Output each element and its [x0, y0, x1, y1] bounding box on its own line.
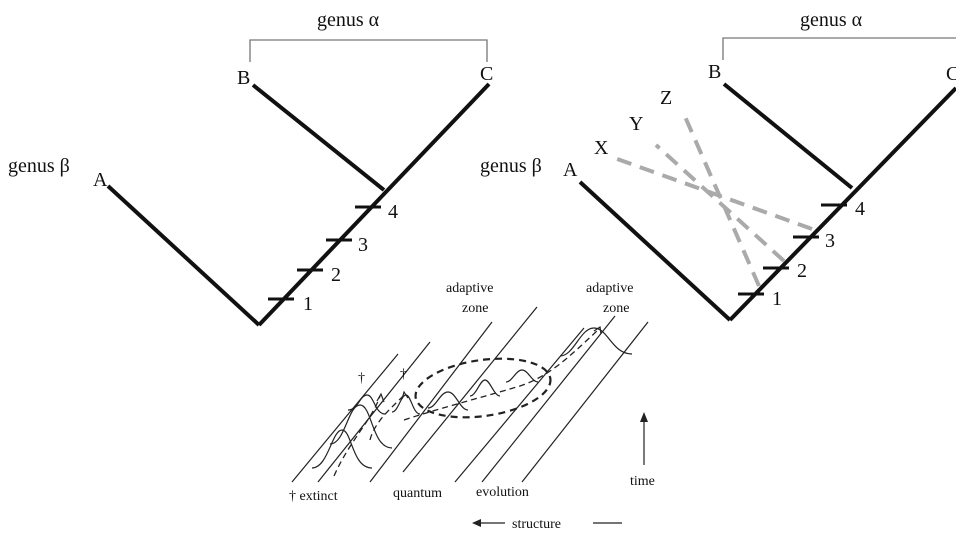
ghost-label-y: Y — [629, 113, 643, 135]
zone-boundary-2 — [317, 341, 431, 483]
right-step-label-4: 4 — [855, 198, 865, 220]
left-taxon-b: B — [237, 67, 250, 89]
left-genus-alpha-bracket — [249, 39, 488, 62]
ghost-label-z: Z — [660, 87, 672, 109]
right-step-label-1: 1 — [772, 288, 782, 310]
adaptive-zone-right-line2: zone — [603, 301, 629, 316]
arrowhead-1 — [376, 392, 385, 403]
extinct-legend: † extinct — [289, 489, 338, 504]
right-genus-alpha-label: genus α — [800, 9, 863, 31]
distribution-peak-extinct-1 — [347, 394, 386, 415]
right-taxon-a: A — [563, 159, 578, 181]
distribution-peak-6 — [559, 327, 633, 357]
structure-label: structure — [512, 517, 561, 532]
pathway-dash-3 — [403, 329, 599, 421]
distribution-peak-1 — [311, 429, 373, 469]
zone-boundary-7 — [521, 321, 649, 483]
left-step-label-1: 1 — [303, 293, 313, 315]
evolution-label: evolution — [476, 485, 529, 500]
right-genus-alpha-bracket — [722, 37, 956, 60]
zone-boundary-1 — [291, 353, 399, 483]
right-branch-a — [578, 180, 732, 322]
left-cladogram: genus α 1 2 3 4 A B C genus β — [8, 9, 493, 327]
left-branch-c — [257, 82, 491, 327]
adaptive-zone-right-line1: adaptive — [586, 281, 633, 296]
right-cladogram: genus α 1 2 3 4 X Y Z A B C genus β — [480, 9, 956, 322]
left-branch-b — [251, 83, 386, 192]
time-arrow-head — [640, 412, 648, 422]
dagger-1: † — [358, 371, 365, 386]
pathway-dash-2 — [369, 394, 405, 441]
dagger-2: † — [400, 367, 407, 382]
adaptive-zone-left-line2: zone — [462, 301, 488, 316]
right-taxon-b: B — [708, 61, 721, 83]
distribution-peak-5 — [505, 369, 539, 383]
right-genus-beta-label: genus β — [480, 155, 542, 177]
left-step-label-2: 2 — [331, 264, 341, 286]
left-step-label-4: 4 — [388, 201, 398, 223]
ghost-lineage-y — [654, 143, 786, 263]
quantum-label: quantum — [393, 486, 442, 501]
zone-boundary-3 — [369, 321, 493, 483]
zone-boundary-4 — [402, 306, 538, 473]
left-genus-alpha-label: genus α — [317, 9, 380, 31]
structure-arrow-head — [472, 519, 481, 527]
distribution-peak-2 — [329, 404, 393, 449]
left-branch-a — [106, 184, 261, 327]
pathway-dash-1 — [333, 395, 381, 477]
left-taxon-a: A — [93, 169, 108, 191]
zone-boundary-5 — [454, 327, 585, 483]
right-taxon-c: C — [946, 63, 956, 85]
right-step-label-2: 2 — [797, 260, 807, 282]
quantum-zone-ellipse — [414, 357, 552, 419]
arrowhead-3 — [593, 325, 602, 335]
left-taxon-c: C — [480, 63, 493, 85]
left-genus-beta-label: genus β — [8, 155, 70, 177]
left-step-label-3: 3 — [358, 234, 368, 256]
right-step-label-3: 3 — [825, 230, 835, 252]
ghost-lineage-z — [681, 111, 761, 287]
quantum-evolution-diagram: † † adaptive zone adaptive zone † extinc… — [289, 281, 655, 532]
time-label: time — [630, 474, 655, 489]
zone-boundary-6 — [481, 315, 616, 483]
arrowhead-2 — [401, 390, 409, 400]
adaptive-zone-left-line1: adaptive — [446, 281, 493, 296]
distribution-peak-3 — [427, 391, 469, 411]
right-branch-b — [722, 82, 854, 190]
ghost-label-x: X — [594, 137, 609, 159]
